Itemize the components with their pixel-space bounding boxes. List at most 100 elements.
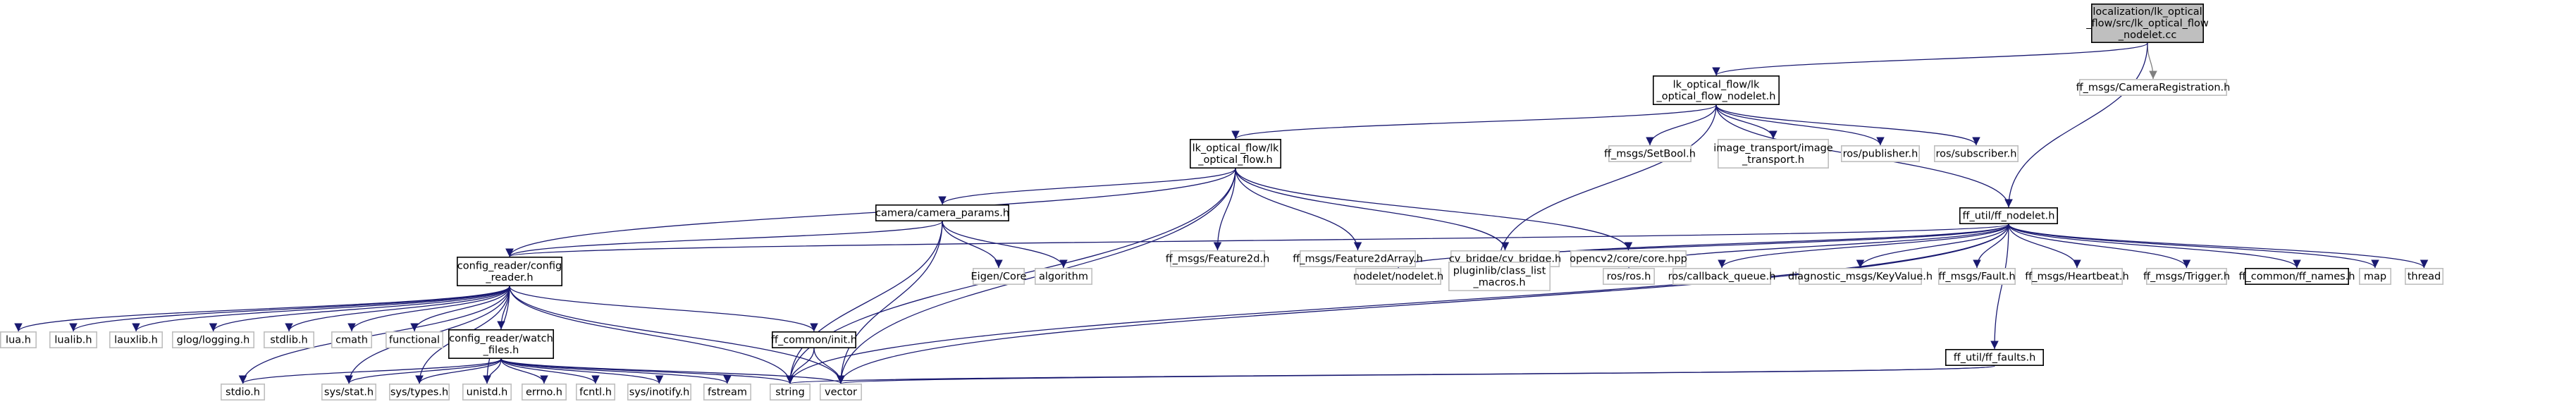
edge-lk-to-feat2da	[1235, 168, 1362, 251]
node-label: lk_optical_flow/lk	[1193, 142, 1279, 154]
node-trig: ff_msgs/Trigger.h	[2143, 267, 2230, 285]
edge-campar-to-cfg	[505, 221, 943, 257]
node-fffaults[interactable]: ff_util/ff_faults.h	[1945, 348, 2045, 366]
edge-lkn-to-rospub	[1715, 104, 1885, 146]
edge-watch-to-inotify	[500, 358, 664, 384]
node-box	[1035, 267, 1093, 285]
edge-cfg-to-lua	[14, 286, 510, 332]
edge-ffnod-to-kv	[1856, 224, 2009, 269]
node-label: diagnostic_msgs/KeyValue.h	[1788, 271, 1933, 283]
edge-cfg-to-stdlib	[285, 286, 510, 332]
node-box	[321, 383, 376, 400]
node-label: _transport.h	[1742, 154, 1804, 166]
node-label: ff_common/ff_names.h	[2239, 271, 2355, 283]
node-box	[1841, 145, 1921, 163]
node-box	[2359, 267, 2392, 285]
node-box	[2146, 267, 2228, 285]
node-box	[575, 383, 615, 400]
edge-lkn-to-lk	[1231, 104, 1717, 140]
node-label: _nodelet.cc	[2118, 30, 2177, 41]
edge-watch-to-errno	[500, 358, 548, 384]
edge-ffnod-to-vector	[837, 224, 2009, 384]
node-box	[2079, 79, 2228, 97]
node-box	[109, 331, 164, 348]
node-label: ff_util/ff_faults.h	[1954, 353, 2036, 364]
node-label: sys/inotify.h	[629, 387, 690, 398]
node-box	[1570, 250, 1687, 267]
node-cfg[interactable]: config_reader/config_reader.h	[456, 256, 562, 286]
node-box	[388, 383, 450, 400]
node-label: config_reader/config	[457, 260, 562, 271]
node-label: ros/ros.h	[1607, 271, 1651, 283]
node-box	[1170, 250, 1266, 267]
node-label: fcntl.h	[579, 387, 612, 398]
node-unistd: unistd.h	[462, 383, 512, 400]
node-watch[interactable]: config_reader/watch_files.h	[448, 329, 554, 359]
node-box	[448, 329, 554, 359]
node-campar[interactable]: camera/camera_params.h	[875, 204, 1010, 221]
node-label: stdio.h	[226, 387, 260, 398]
edge-ffnod-to-ffnames	[2008, 224, 2301, 269]
node-algo: algorithm	[1035, 267, 1093, 285]
node-cmath: cmath	[331, 331, 372, 348]
node-lualib: lualib.h	[49, 331, 98, 348]
node-box	[2031, 267, 2124, 285]
edge-ffnod-to-fault	[1973, 224, 2009, 269]
node-box	[1718, 139, 1830, 169]
node-label: ff_msgs/SetBool.h	[1604, 149, 1696, 160]
edge-lkn-to-imgtr	[1715, 104, 1777, 140]
node-cbq: ros/callback_queue.h	[1668, 267, 1775, 285]
node-box	[1603, 267, 1656, 285]
node-box	[331, 331, 372, 348]
edge-campar-to-string	[786, 221, 943, 384]
node-imgtr: image_transport/image_transport.h	[1713, 139, 1833, 169]
node-stdio: stdio.h	[220, 383, 265, 400]
node-box	[0, 331, 37, 348]
node-box	[1190, 139, 1282, 169]
node-box	[2405, 267, 2444, 285]
node-lauxlib: lauxlib.h	[109, 331, 164, 348]
node-label: ff_msgs/Feature2dArray.h	[1293, 254, 1423, 265]
node-rossub: ros/subscriber.h	[1934, 145, 2019, 163]
node-setbool: ff_msgs/SetBool.h	[1604, 145, 1696, 163]
node-map: map	[2359, 267, 2392, 285]
node-box	[1799, 267, 1923, 285]
node-ffnod[interactable]: ff_util/ff_nodelet.h	[1959, 207, 2059, 224]
node-box	[456, 256, 562, 286]
node-label: lua.h	[6, 335, 31, 346]
node-stdlib: stdlib.h	[263, 331, 314, 348]
edge-root-to-camreg	[2147, 42, 2157, 80]
node-box	[1938, 267, 2016, 285]
node-box	[1672, 267, 1772, 285]
node-label: ff_msgs/Heartbeat.h	[2025, 271, 2128, 283]
node-label: ff_msgs/CameraRegistration.h	[2076, 82, 2231, 94]
node-label: ff_msgs/Fault.h	[1938, 271, 2015, 283]
edge-ffnod-to-string	[786, 224, 2009, 384]
edge-cfg-to-vector	[509, 286, 845, 384]
node-label: _optical_flow.h	[1197, 154, 1273, 166]
node-box	[875, 204, 1010, 221]
node-label: stdlib.h	[270, 335, 308, 346]
node-label: image_transport/image	[1713, 142, 1833, 154]
node-ffnames[interactable]: ff_common/ff_names.h	[2239, 267, 2355, 285]
edge-campar-to-eigen	[942, 221, 1003, 269]
node-box	[1934, 145, 2019, 163]
node-kv: diagnostic_msgs/KeyValue.h	[1788, 267, 1933, 285]
node-box	[2245, 267, 2350, 285]
node-errno: errno.h	[521, 383, 567, 400]
node-box	[1945, 348, 2045, 366]
edges-layer	[14, 42, 2429, 384]
edge-cfg-to-glog	[209, 286, 510, 332]
node-label: glog/logging.h	[177, 335, 250, 346]
edge-cfg-to-cmath	[347, 286, 510, 332]
node-ffinit[interactable]: ff_common/init.h	[771, 331, 857, 348]
edge-watch-to-systypes	[415, 358, 502, 384]
node-label: _macros.h	[1472, 277, 1525, 288]
node-lk[interactable]: lk_optical_flow/lk_optical_flow.h	[1190, 139, 1282, 169]
node-lkn[interactable]: lk_optical_flow/lk_optical_flow_nodelet.…	[1653, 75, 1780, 106]
edge-root-to-lkn	[1712, 42, 2148, 76]
edge-lkn-to-setbool	[1646, 104, 1717, 146]
node-label: algorithm	[1039, 271, 1088, 283]
edge-ffnod-to-nodelet	[1394, 224, 2009, 269]
